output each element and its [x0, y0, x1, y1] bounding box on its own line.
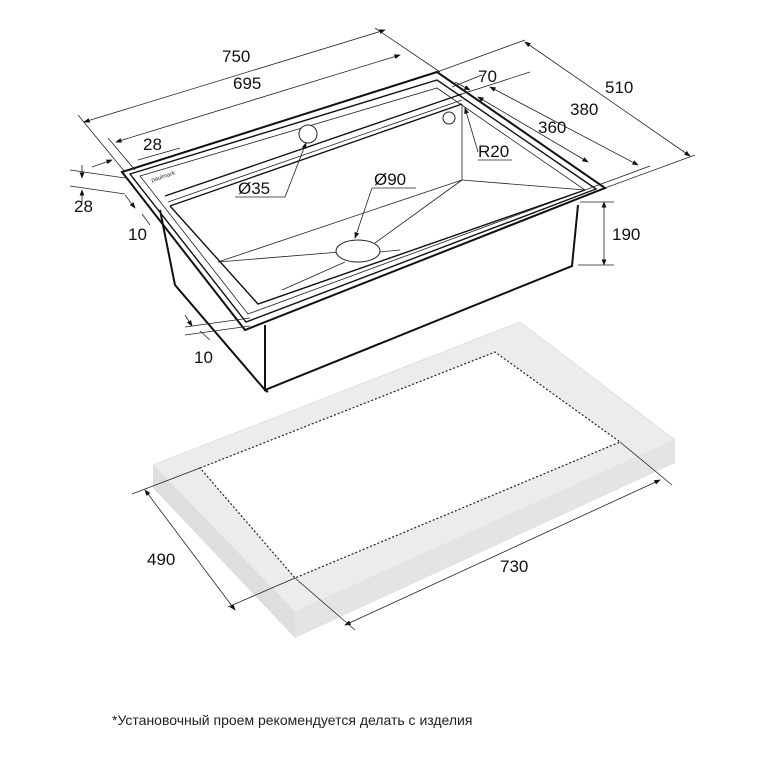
cutout-outline [198, 351, 622, 579]
label-inner-length: 695 [233, 74, 261, 93]
label-depth: 190 [612, 225, 640, 244]
label-cutout-length: 730 [500, 557, 528, 576]
label-rim-left-thickness: 10 [128, 225, 147, 244]
label-drain: Ø90 [374, 170, 406, 189]
label-bowl-width: 360 [538, 118, 566, 137]
tap-hole [298, 124, 318, 144]
label-corner-radius: R20 [478, 142, 509, 161]
label-rim-front-thickness: 10 [194, 348, 213, 367]
label-tap-hole: Ø35 [238, 179, 270, 198]
label-cutout-width: 490 [147, 550, 175, 569]
countertop [152, 321, 676, 638]
label-overall-width: 510 [605, 78, 633, 97]
logo: paulmark [151, 170, 177, 184]
dimension-labels: 750 695 28 28 10 10 Ø35 Ø90 510 380 360 … [74, 47, 640, 576]
tap-hole-2 [442, 111, 456, 125]
label-offset-left: 28 [143, 135, 162, 154]
label-overall-length: 750 [222, 47, 250, 66]
label-rim-left: 28 [74, 197, 93, 216]
dimension-lines [69, 27, 696, 631]
footnote: *Установочный проем рекомендуется делать… [112, 712, 473, 728]
label-back-ledge: 70 [478, 67, 497, 86]
label-inner-width: 380 [570, 100, 598, 119]
drain-hole [335, 239, 381, 263]
